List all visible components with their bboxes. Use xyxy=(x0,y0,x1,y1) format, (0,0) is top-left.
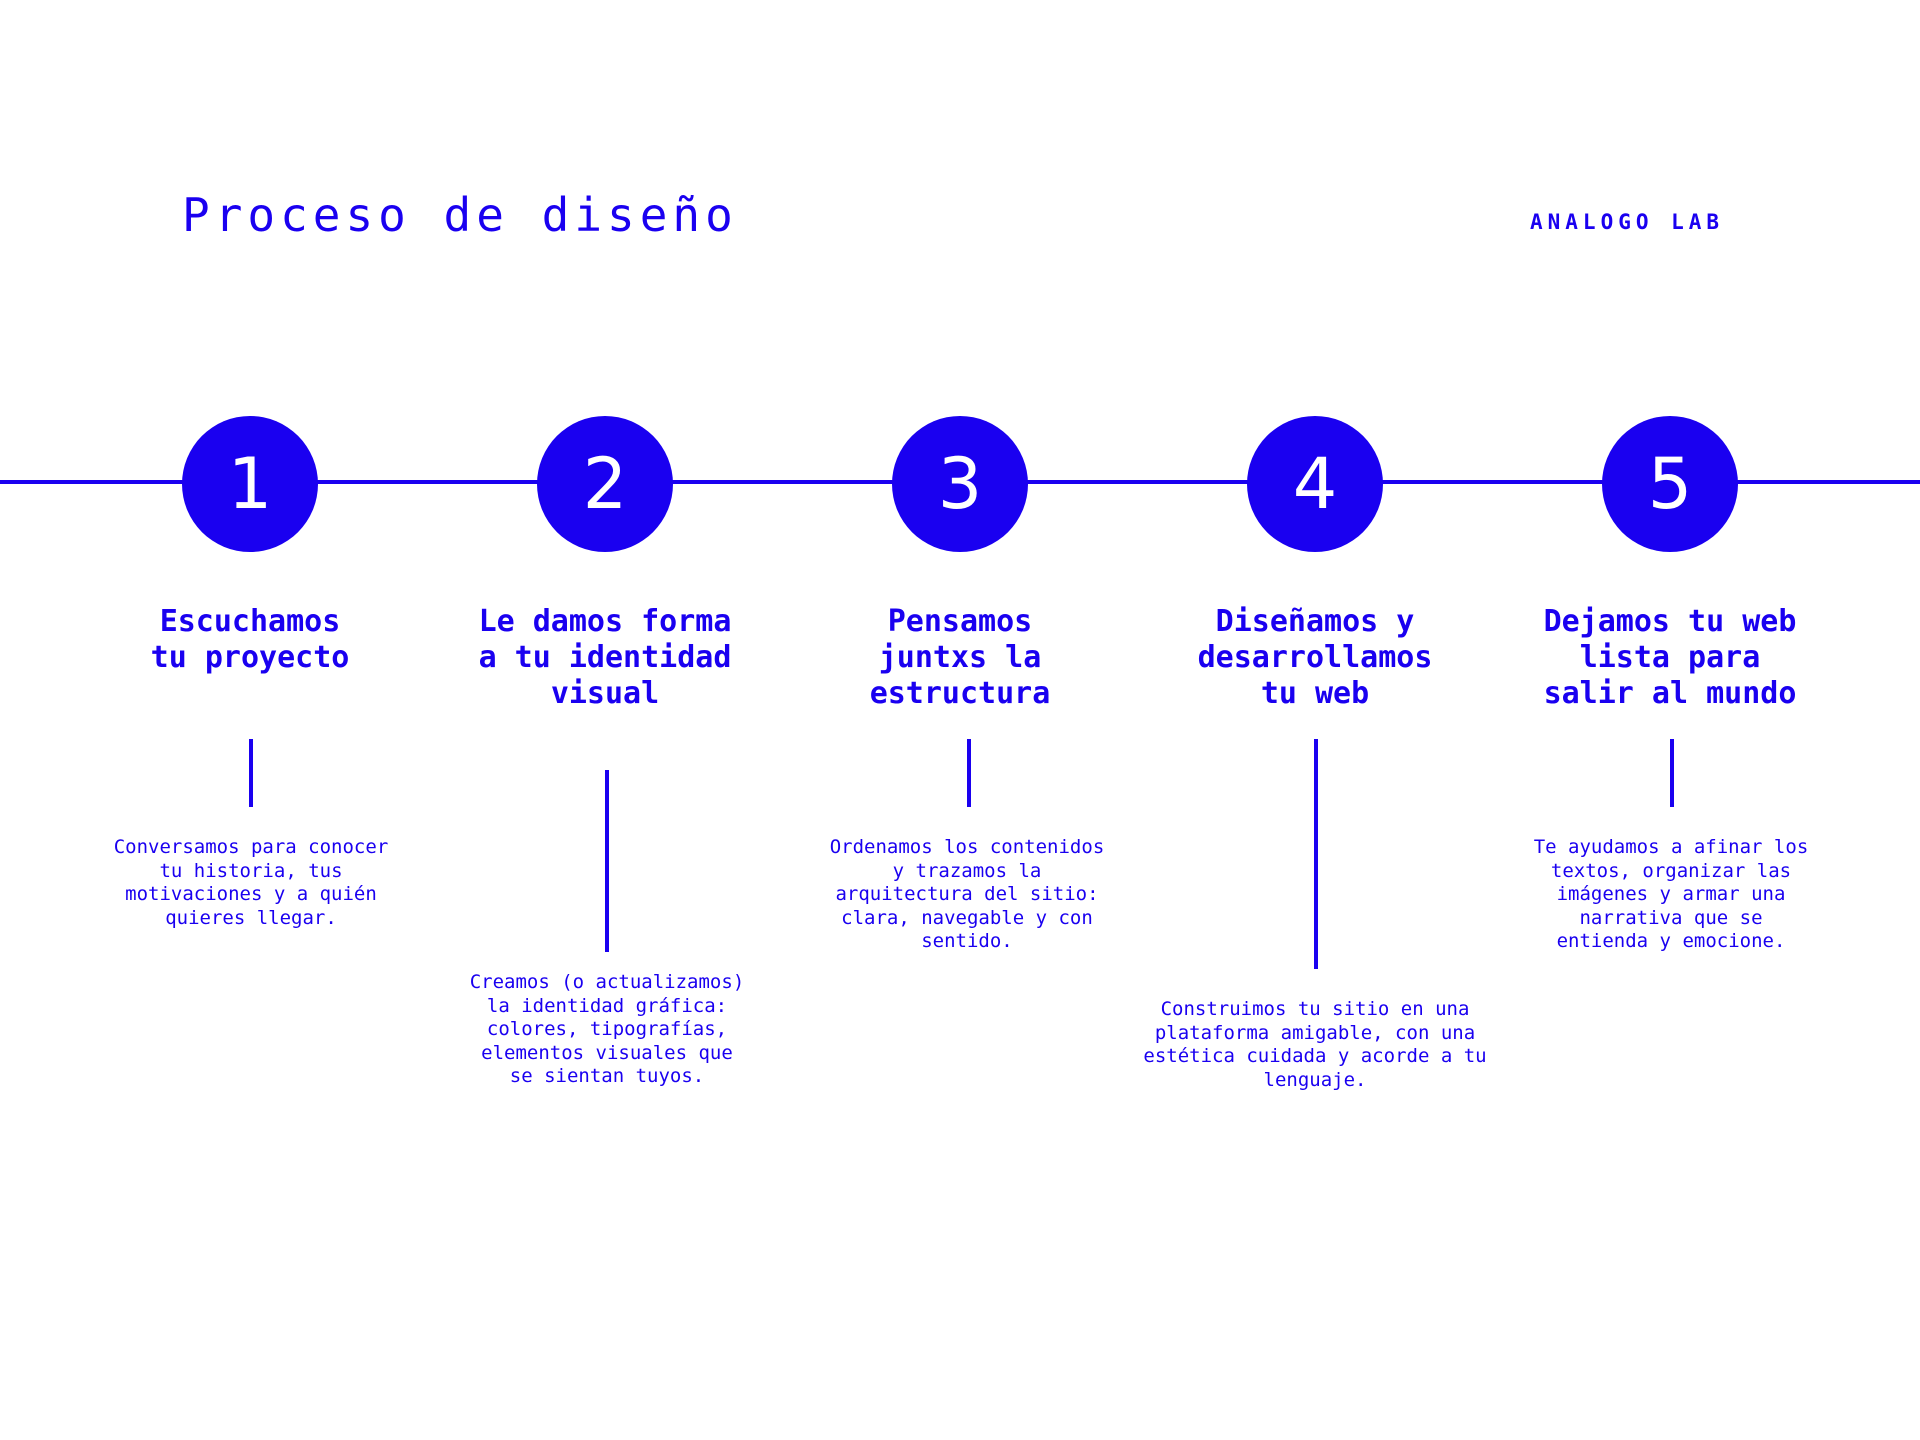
step-3-description: Ordenamos los contenidos y trazamos la a… xyxy=(829,836,1105,952)
step-5-number: 5 xyxy=(1647,443,1693,525)
step-5-description: Te ayudamos a afinar los textos, organiz… xyxy=(1533,836,1809,952)
step-1-connector xyxy=(249,739,253,807)
step-4-title: Diseñamos y desarrollamos tu web xyxy=(1197,604,1433,711)
step-4-circle: 4 xyxy=(1247,416,1383,552)
step-3-connector xyxy=(967,739,971,807)
step-1-title: Escuchamos tu proyecto xyxy=(150,604,350,675)
step-2-description: Creamos (o actualizamos) la identidad gr… xyxy=(469,971,745,1087)
step-4-description: Construimos tu sitio en una plataforma a… xyxy=(1143,998,1487,1091)
step-2-circle: 2 xyxy=(537,416,673,552)
step-5-circle: 5 xyxy=(1602,416,1738,552)
step-3-title: Pensamos juntxs la estructura xyxy=(869,604,1051,711)
step-5-connector xyxy=(1670,739,1674,807)
page-title: Proceso de diseño xyxy=(182,188,738,242)
step-2-title: Le damos forma a tu identidad visual xyxy=(478,604,732,711)
step-3-number: 3 xyxy=(937,443,983,525)
step-1-number: 1 xyxy=(227,443,273,525)
step-4-connector xyxy=(1314,739,1318,969)
brand-logo: ANALOGO LAB xyxy=(1530,210,1725,234)
step-1-description: Conversamos para conocer tu historia, tu… xyxy=(113,836,389,929)
step-2-connector xyxy=(605,770,609,952)
step-4-number: 4 xyxy=(1292,443,1338,525)
step-2-number: 2 xyxy=(582,443,628,525)
step-3-circle: 3 xyxy=(892,416,1028,552)
step-1-circle: 1 xyxy=(182,416,318,552)
step-5-title: Dejamos tu web lista para salir al mundo xyxy=(1543,604,1797,711)
